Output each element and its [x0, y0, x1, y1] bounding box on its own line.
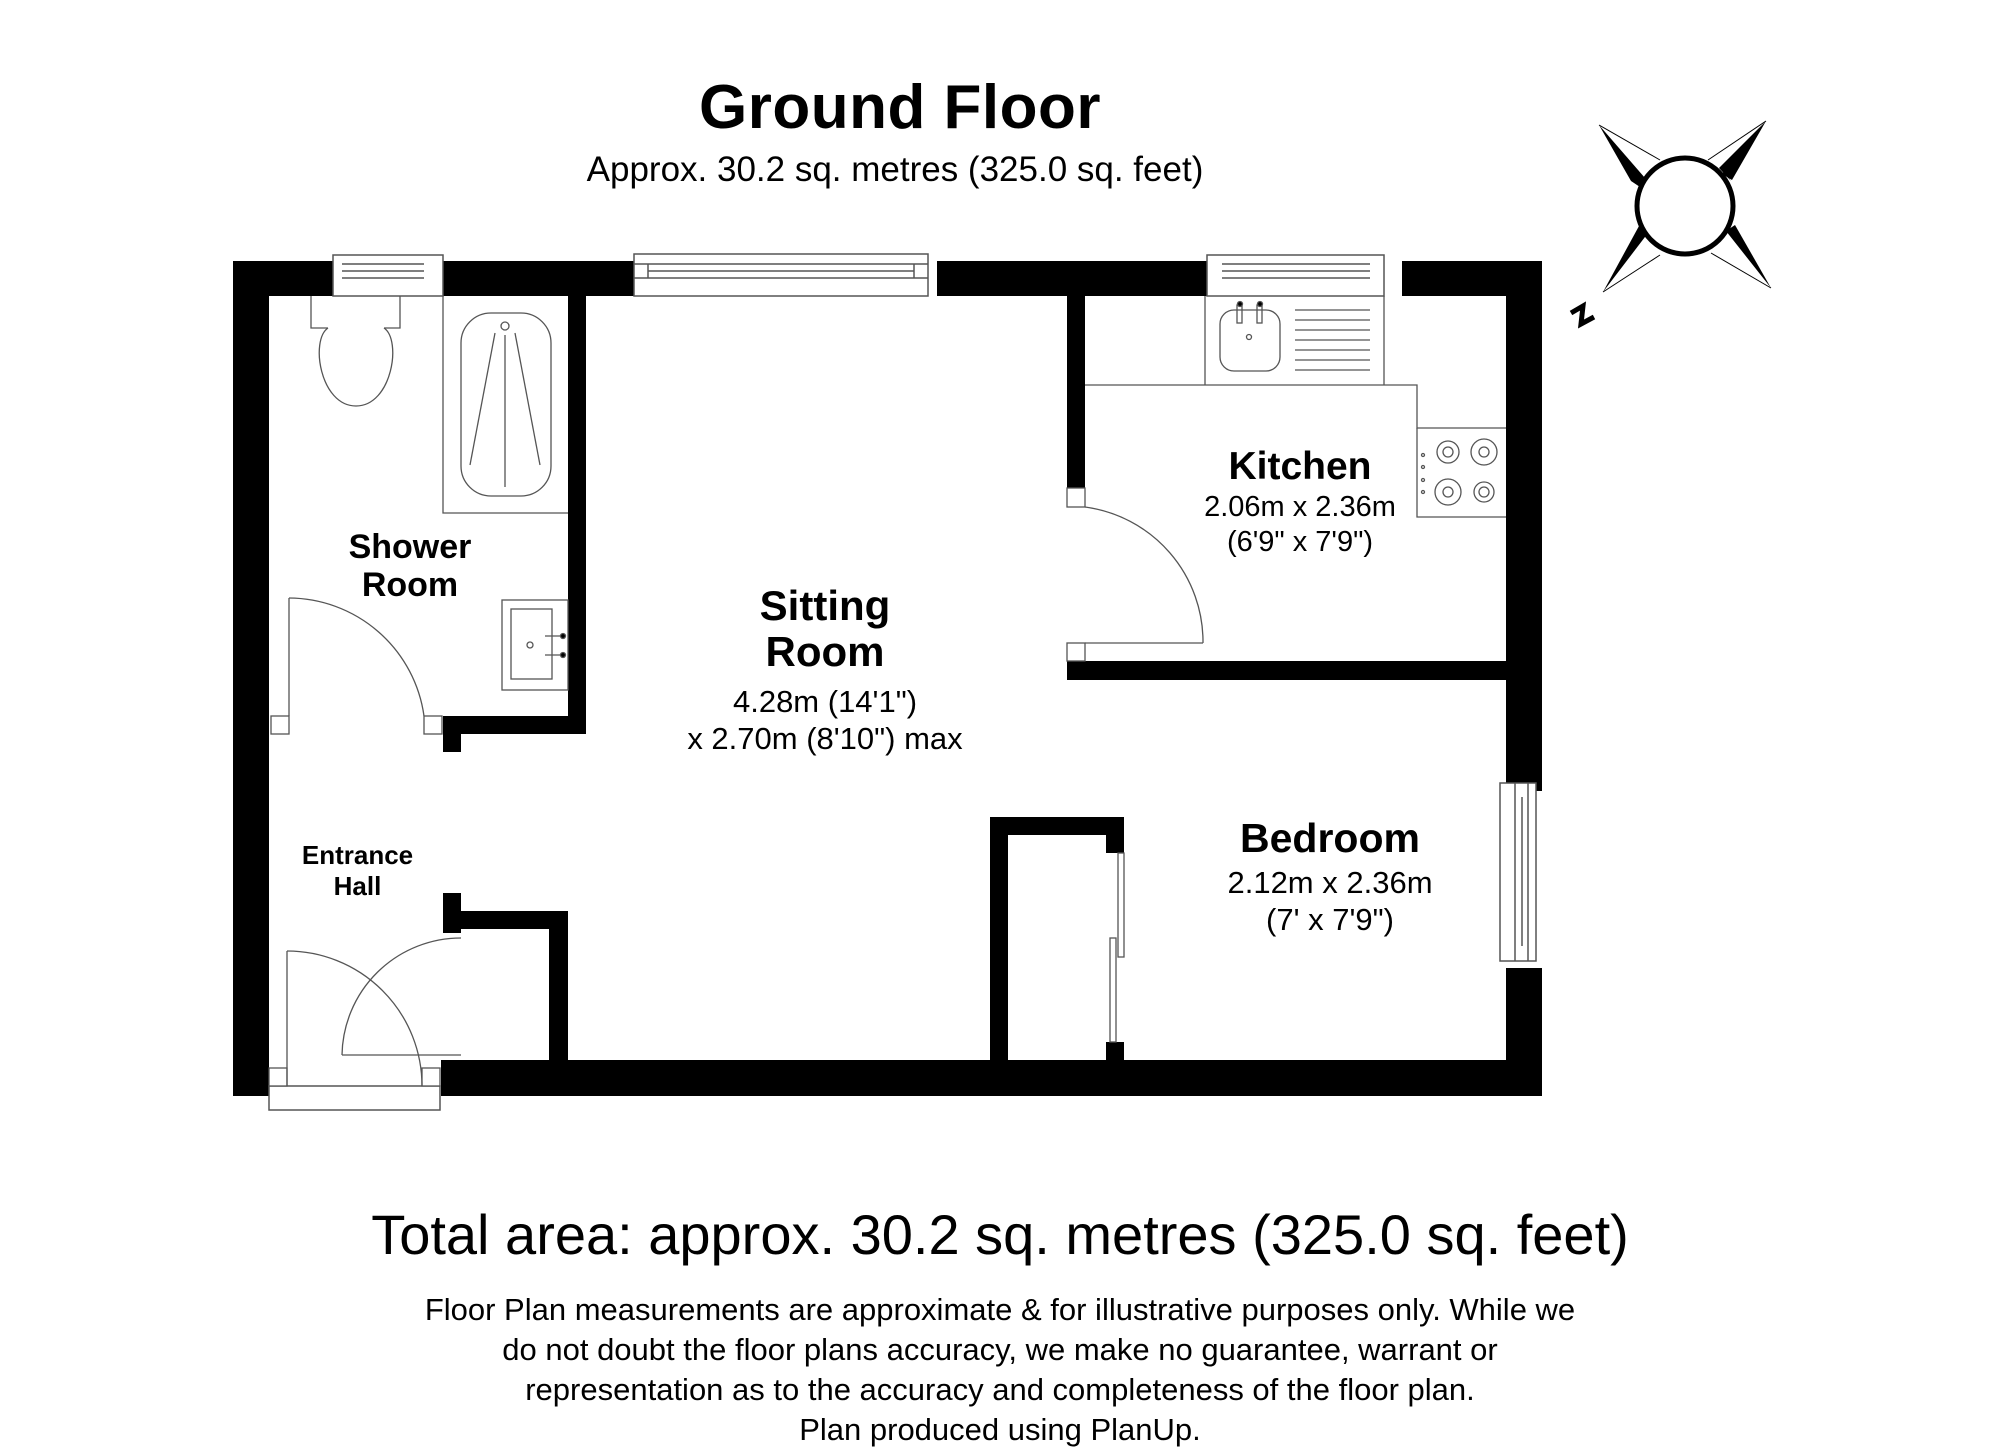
- hob-icon: [1420, 438, 1498, 506]
- exterior-walls: [233, 261, 1542, 1096]
- room-name: Bedroom: [1240, 815, 1420, 861]
- floor-title: Ground Floor: [698, 73, 1102, 142]
- washbasin-icon: [501, 599, 569, 691]
- room-label-shower-room: Shower Room: [300, 528, 520, 604]
- floor-area-subtitle: Approx. 30.2 sq. metres (325.0 sq. feet): [586, 150, 1204, 189]
- room-name-line2: Room: [361, 566, 459, 604]
- disclaimer-line3: representation as to the accuracy and co…: [525, 1372, 1475, 1407]
- disclaimer-line4: Plan produced using PlanUp.: [799, 1412, 1201, 1447]
- kitchen-counter: [1085, 296, 1506, 518]
- north-compass-icon: [1569, 120, 1772, 329]
- room-label-entrance-hall: Entrance Hall: [270, 840, 445, 902]
- room-name-line1: Sitting: [759, 582, 891, 629]
- room-name-line2: Hall: [333, 871, 382, 901]
- disclaimer-line1: Floor Plan measurements are approximate …: [424, 1292, 1576, 1327]
- door-swing-icon: [268, 487, 1204, 1087]
- room-name-line1: Shower: [348, 528, 472, 566]
- room-dimension-line2: (7' x 7'9"): [1266, 902, 1394, 937]
- bath-shower-icon: [442, 296, 568, 514]
- interior-walls: [443, 296, 1530, 1067]
- kitchen-sink-icon: [1219, 300, 1370, 372]
- disclaimer-line2: do not doubt the floor plans accuracy, w…: [502, 1332, 1498, 1367]
- room-dimension-line2: x 2.70m (8'10") max: [687, 721, 963, 756]
- room-name-line2: Room: [765, 628, 885, 675]
- room-dimension-line1: 4.28m (14'1"): [732, 684, 918, 719]
- disclaimer: Floor Plan measurements are approximate …: [0, 1290, 2000, 1450]
- room-dimension-line1: 2.12m x 2.36m: [1227, 865, 1433, 900]
- room-dimension-line1: 2.06m x 2.36m: [1204, 491, 1396, 523]
- room-name: Kitchen: [1228, 445, 1372, 488]
- total-area: Total area: approx. 30.2 sq. metres (325…: [371, 1203, 1629, 1266]
- room-name-line1: Entrance: [301, 840, 414, 870]
- toilet-icon: [310, 296, 401, 407]
- room-dimension-line2: (6'9" x 7'9"): [1226, 526, 1374, 558]
- window-icon: [268, 253, 1537, 1111]
